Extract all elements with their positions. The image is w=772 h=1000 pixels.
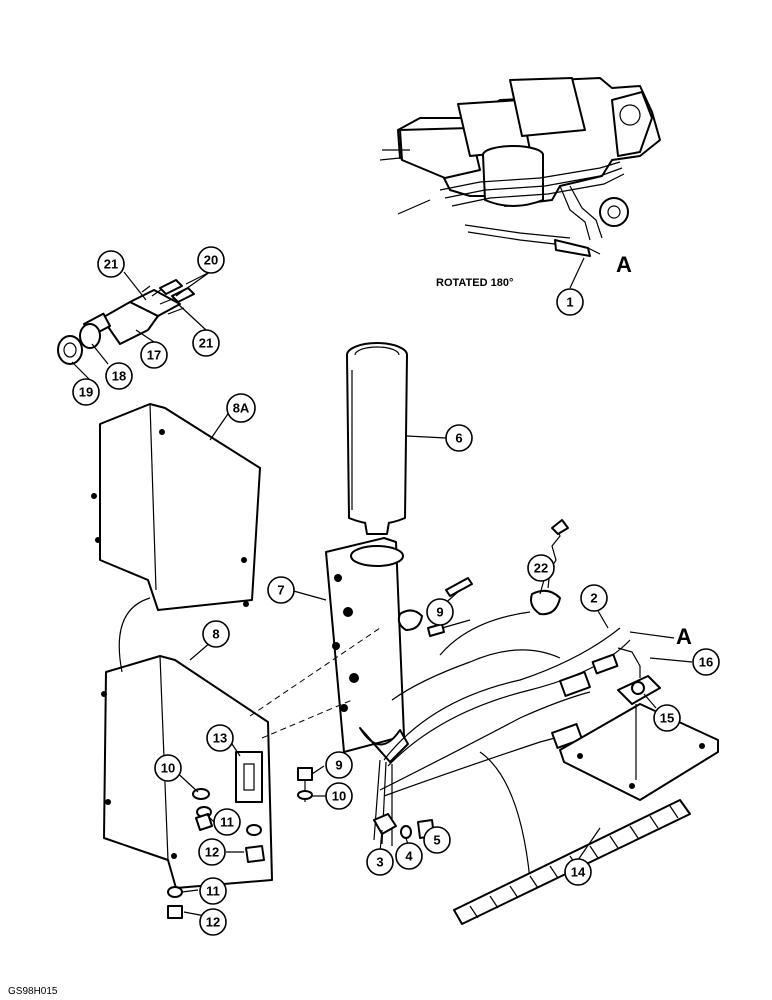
svg-text:17: 17	[147, 348, 161, 363]
svg-text:21: 21	[199, 336, 213, 351]
svg-text:7: 7	[277, 583, 284, 598]
svg-text:9: 9	[335, 758, 342, 773]
shield-8a-illustration	[91, 403, 261, 611]
callout: 5	[423, 826, 451, 854]
svg-text:19: 19	[79, 385, 93, 400]
ref-letter-a-top: A	[616, 252, 632, 277]
svg-text:11: 11	[206, 884, 220, 899]
callout: 11	[199, 877, 227, 905]
svg-text:3: 3	[376, 855, 383, 870]
callout: 22	[527, 554, 555, 582]
callout: 10	[325, 782, 353, 810]
callout: 8A	[226, 393, 256, 423]
arrow-sleeve-to-harness	[479, 751, 531, 881]
svg-text:8A: 8A	[233, 401, 250, 416]
svg-text:2: 2	[590, 591, 597, 606]
callout: 21	[192, 329, 220, 357]
svg-text:12: 12	[205, 845, 219, 860]
svg-text:6: 6	[455, 431, 462, 446]
svg-text:9: 9	[436, 605, 443, 620]
svg-text:13: 13	[213, 731, 227, 746]
callout: 13	[206, 724, 234, 752]
svg-text:15: 15	[660, 711, 674, 726]
callout: 9	[426, 598, 454, 626]
svg-text:4: 4	[405, 849, 413, 864]
callout: 7	[267, 576, 295, 604]
svg-text:5: 5	[433, 833, 440, 848]
callout: 8	[202, 620, 230, 648]
callout: 1	[556, 288, 584, 316]
svg-text:18: 18	[112, 369, 126, 384]
svg-text:8: 8	[212, 627, 219, 642]
canister-illustration	[346, 342, 408, 535]
callout: 15	[653, 704, 681, 732]
callout: 4	[395, 842, 423, 870]
callouts: 1 2 3 4 5 6 7 8 8A 9 9 10 10 11 11 12 12…	[72, 246, 720, 936]
callout: 21	[97, 250, 125, 278]
callout: 10	[154, 754, 182, 782]
svg-text:11: 11	[220, 815, 234, 830]
rotated-note: ROTATED 180°	[436, 277, 513, 289]
callout: 2	[580, 584, 608, 612]
svg-text:10: 10	[332, 789, 346, 804]
callout: 11	[213, 808, 241, 836]
svg-text:22: 22	[534, 561, 548, 576]
callout: 18	[105, 362, 133, 390]
svg-text:14: 14	[571, 865, 586, 880]
arrow-grommet-to-bracket	[439, 611, 531, 656]
svg-text:16: 16	[699, 655, 713, 670]
svg-text:12: 12	[206, 915, 220, 930]
callout: 19	[72, 378, 100, 406]
wire-harness-illustration	[373, 609, 631, 846]
callout: 14	[564, 858, 592, 886]
callout: 16	[692, 648, 720, 676]
callout: 9	[325, 751, 353, 779]
callout: 3	[366, 848, 394, 876]
ref-letter-a-bottom: A	[676, 624, 692, 649]
grommet-illustration	[530, 519, 569, 616]
bolt-hardware-illustration	[167, 577, 473, 919]
figure-code: GS98H015	[8, 986, 58, 997]
svg-text:21: 21	[104, 257, 118, 272]
callout: 6	[445, 424, 473, 452]
bracket-illustration	[325, 537, 409, 763]
svg-text:20: 20	[204, 253, 218, 268]
callout: 20	[197, 246, 225, 274]
arrow-8a-to-8	[118, 597, 151, 673]
engine-assembly-illustration	[379, 77, 661, 257]
svg-text:1: 1	[566, 295, 573, 310]
callout: 12	[199, 908, 227, 936]
cold-start-fitting-illustration	[57, 279, 195, 365]
callout: 12	[198, 838, 226, 866]
callout: 17	[140, 341, 168, 369]
switch-plate-illustration	[559, 647, 719, 801]
svg-text:10: 10	[161, 761, 175, 776]
